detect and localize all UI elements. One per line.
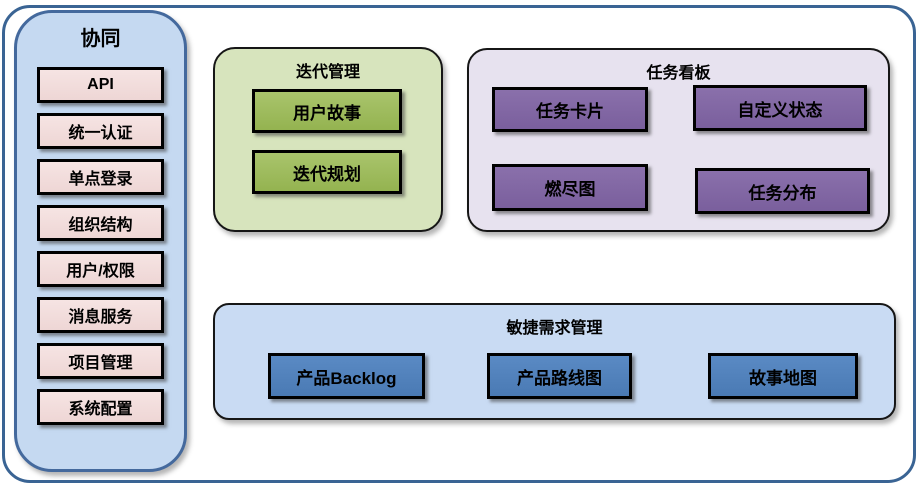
collaboration-item-unified-auth: 统一认证	[37, 113, 164, 149]
panel-iteration-title: 迭代管理	[295, 64, 360, 81]
collaboration-item-api: API	[37, 67, 164, 103]
panel-collaboration-title: 协同	[80, 28, 121, 50]
collaboration-item-system-config: 系统配置	[37, 389, 164, 425]
collaboration-item-sso: 单点登录	[37, 159, 164, 195]
kanban-item-custom-status: 自定义状态	[693, 85, 867, 131]
panel-agile-title: 敏捷需求管理	[506, 320, 603, 337]
collaboration-item-org-structure: 组织结构	[37, 205, 164, 241]
collaboration-item-project-mgmt: 项目管理	[37, 343, 164, 379]
kanban-item-burndown-chart: 燃尽图	[492, 164, 648, 211]
collaboration-item-list: API 统一认证 单点登录 组织结构 用户/权限 消息服务 项目管理 系统配置	[17, 67, 184, 425]
agile-item-product-roadmap: 产品路线图	[487, 353, 632, 399]
iteration-item-user-story: 用户故事	[252, 89, 402, 133]
panel-task-board-title: 任务看板	[646, 65, 711, 82]
agile-item-story-map: 故事地图	[708, 353, 858, 399]
agile-item-product-backlog: 产品Backlog	[268, 353, 425, 399]
kanban-item-task-card: 任务卡片	[492, 87, 648, 132]
panel-task-board: 任务看板 任务卡片 自定义状态 燃尽图 任务分布	[467, 48, 890, 232]
collaboration-item-message-svc: 消息服务	[37, 297, 164, 333]
panel-agile-requirements: 敏捷需求管理 产品Backlog 产品路线图 故事地图	[213, 303, 896, 420]
collaboration-item-user-perms: 用户/权限	[37, 251, 164, 287]
panel-iteration-management: 迭代管理 用户故事 迭代规划	[213, 47, 443, 232]
panel-collaboration: 协同 API 统一认证 单点登录 组织结构 用户/权限 消息服务 项目管理 系统…	[14, 10, 187, 472]
kanban-item-task-distribution: 任务分布	[695, 168, 870, 214]
iteration-item-sprint-planning: 迭代规划	[252, 150, 402, 194]
